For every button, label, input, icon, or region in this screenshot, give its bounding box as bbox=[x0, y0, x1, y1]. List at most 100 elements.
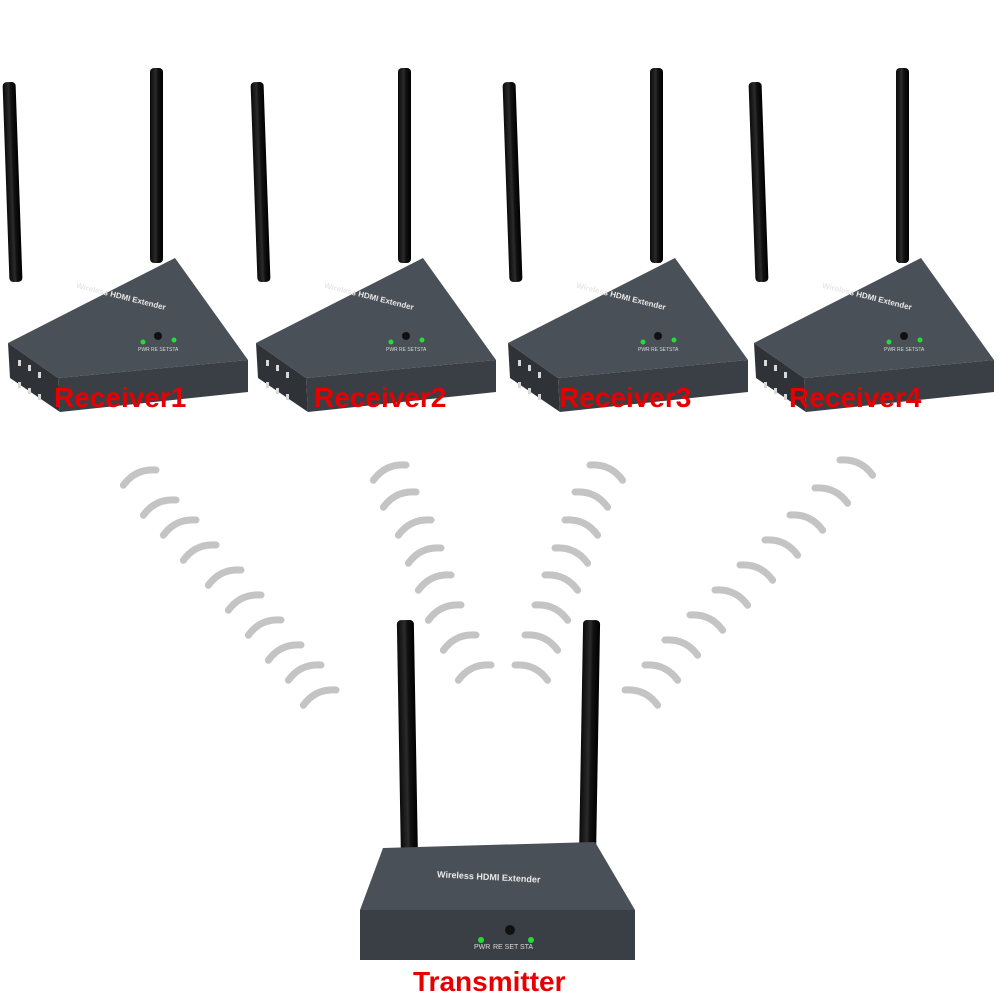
receiver-3-caption: Receiver3 bbox=[559, 382, 692, 413]
signal-wave-icon bbox=[244, 616, 285, 639]
signal-wave-icon bbox=[561, 516, 602, 539]
vent-slot bbox=[286, 372, 289, 378]
vent-slot bbox=[528, 365, 531, 371]
signal-wave-icon bbox=[159, 516, 200, 539]
vent-slot bbox=[774, 365, 777, 371]
signal-wave-icon bbox=[761, 536, 802, 559]
vent-slot bbox=[266, 382, 269, 388]
led-label-pwr: PWR bbox=[386, 347, 398, 353]
signal-wave-icon bbox=[736, 561, 777, 584]
led-label-reset: RE SET bbox=[897, 347, 916, 353]
receiver-2: Wireless HDMI Extender PWR RE SET STA bbox=[248, 60, 508, 412]
signal-wave-icon bbox=[711, 586, 752, 609]
led-indicator-icon bbox=[388, 339, 394, 345]
box-front bbox=[306, 360, 496, 412]
receiver-1: Wireless HDMI Extender PWR RE SET STA bbox=[0, 60, 260, 412]
led-label-reset: RE SET bbox=[493, 944, 519, 951]
signal-wave-icon bbox=[299, 686, 340, 709]
led-label-pwr: PWR bbox=[474, 944, 491, 951]
led-label-pwr: PWR bbox=[638, 347, 650, 353]
led-indicator-icon bbox=[886, 339, 892, 345]
vent-slot bbox=[784, 394, 787, 400]
vent-slot bbox=[18, 382, 21, 388]
reset-button-icon bbox=[154, 332, 162, 340]
receiver-box bbox=[754, 258, 994, 412]
receiver-3: Wireless HDMI Extender PWR RE SET STA bbox=[500, 60, 760, 412]
signal-wave-icon bbox=[424, 601, 465, 624]
vent-slot bbox=[764, 382, 767, 388]
led-indicator-icon bbox=[140, 339, 146, 345]
box-front bbox=[58, 360, 248, 412]
receiver-box bbox=[8, 258, 248, 412]
signal-wave-icon bbox=[551, 544, 592, 567]
signal-wave-icon bbox=[786, 511, 827, 534]
vent-slot bbox=[784, 372, 787, 378]
transmitter-box bbox=[360, 842, 635, 960]
receiver-4: Wireless HDMI Extender PWR RE SET STA bbox=[746, 60, 1000, 412]
transmitter: Wireless HDMI Extender PWR RE SET STA bbox=[355, 610, 655, 970]
vent-slot bbox=[276, 365, 279, 371]
receiver-2-caption: Receiver2 bbox=[314, 382, 447, 413]
signal-wave-icon bbox=[836, 456, 877, 479]
led-label-reset: RE SET bbox=[399, 347, 418, 353]
transmitter-caption: Transmitter bbox=[413, 966, 566, 997]
antenna-right bbox=[398, 68, 411, 263]
signal-wave-icon bbox=[264, 641, 305, 664]
reset-button-icon bbox=[900, 332, 908, 340]
led-label-sta: STA bbox=[915, 347, 925, 353]
led-label-reset: RE SET bbox=[651, 347, 670, 353]
box-top bbox=[360, 842, 635, 910]
vent-slot bbox=[538, 394, 541, 400]
signal-wave-icon bbox=[541, 571, 582, 594]
signal-wave-icon bbox=[454, 661, 495, 684]
vent-slot bbox=[28, 388, 31, 394]
vent-slot bbox=[518, 360, 521, 366]
led-label-sta: STA bbox=[520, 944, 534, 951]
signal-wave-icon bbox=[811, 484, 852, 507]
led-label-pwr: PWR bbox=[138, 347, 150, 353]
signal-wave-icon bbox=[414, 571, 455, 594]
reset-button-icon bbox=[654, 332, 662, 340]
vent-slot bbox=[28, 365, 31, 371]
box-top bbox=[508, 258, 748, 378]
led-label-pwr: PWR bbox=[884, 347, 896, 353]
vent-slot bbox=[18, 360, 21, 366]
antenna-right bbox=[650, 68, 663, 263]
receiver-box bbox=[256, 258, 496, 412]
led-indicator-icon bbox=[671, 337, 677, 343]
vent-slot bbox=[538, 372, 541, 378]
led-indicator-icon bbox=[419, 337, 425, 343]
led-indicator-icon bbox=[478, 937, 484, 943]
box-front bbox=[558, 360, 748, 412]
receiver-box bbox=[508, 258, 748, 412]
vent-slot bbox=[764, 360, 767, 366]
reset-button-icon bbox=[402, 332, 410, 340]
led-indicator-icon bbox=[917, 337, 923, 343]
vent-slot bbox=[38, 372, 41, 378]
signal-wave-icon bbox=[284, 661, 325, 684]
signal-wave-icon bbox=[686, 611, 727, 634]
box-top bbox=[8, 258, 248, 378]
receiver-1-caption: Receiver1 bbox=[54, 382, 187, 413]
led-indicator-icon bbox=[171, 337, 177, 343]
signal-wave-icon bbox=[641, 661, 682, 684]
signal-wave-icon bbox=[224, 591, 265, 614]
signal-wave-icon bbox=[586, 461, 627, 484]
vent-slot bbox=[266, 360, 269, 366]
signal-wave-icon bbox=[394, 516, 435, 539]
signal-wave-icon bbox=[204, 566, 245, 589]
led-indicator-icon bbox=[528, 937, 534, 943]
signal-wave-icon bbox=[511, 661, 552, 684]
led-label-sta: STA bbox=[169, 347, 179, 353]
signal-wave-icon bbox=[661, 636, 702, 659]
led-label-reset: RE SET bbox=[151, 347, 170, 353]
led-indicator-icon bbox=[640, 339, 646, 345]
antenna-right bbox=[896, 68, 909, 263]
vent-slot bbox=[528, 388, 531, 394]
signal-wave-icon bbox=[531, 601, 572, 624]
box-top bbox=[754, 258, 994, 378]
signal-wave-icon bbox=[179, 541, 220, 564]
signal-wave-icon bbox=[139, 496, 180, 519]
signal-wave-icon bbox=[369, 461, 410, 484]
